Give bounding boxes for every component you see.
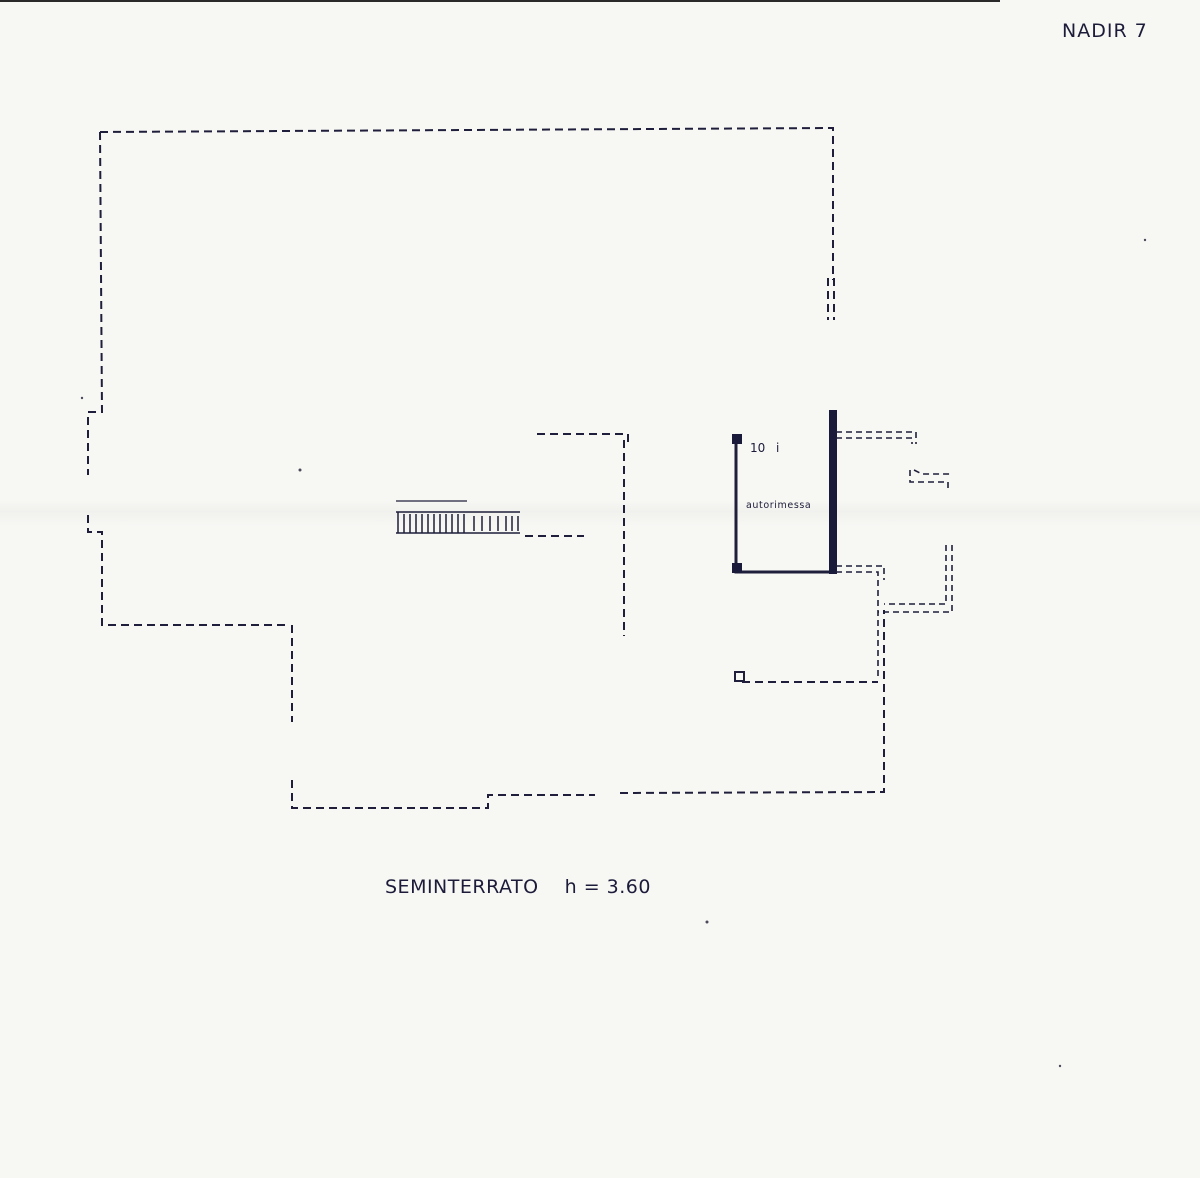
paper-fold-crease xyxy=(0,500,1200,526)
stair-treads xyxy=(397,512,519,533)
ramp-wall-right-inner xyxy=(913,469,950,475)
ramp-wall-top-inner xyxy=(836,437,913,444)
exterior-elements xyxy=(836,431,953,680)
perimeter-top-wall xyxy=(99,126,834,280)
room-number: 10 xyxy=(750,441,765,455)
side-wall-inner xyxy=(878,545,953,613)
ramp-wall-bottom-outer xyxy=(836,565,885,580)
perimeter-left-wall-upper xyxy=(87,131,104,475)
garage-room: 10 i autorimessa xyxy=(732,410,837,574)
top-border-line xyxy=(0,0,1000,2)
ramp-wall-top-outer xyxy=(836,431,917,444)
room-mark: i xyxy=(776,441,779,455)
interior-wall-top xyxy=(537,433,629,442)
perimeter-bottom-wall-left xyxy=(291,780,595,809)
room-name: autorimessa xyxy=(746,500,811,511)
ramp-wall-right-outer xyxy=(909,470,949,490)
sheet-label: NADIR 7 xyxy=(1062,20,1148,42)
garage-corner-bottom xyxy=(732,563,742,573)
perimeter-bottom-wall-right xyxy=(619,610,885,794)
floor-height: h = 3.60 xyxy=(564,876,651,898)
stair xyxy=(396,500,520,534)
column-marker xyxy=(734,671,745,682)
floor-name: SEMINTERRATO xyxy=(385,876,539,898)
scan-specks xyxy=(80,238,1147,1068)
garage-corner-top xyxy=(732,434,742,444)
plan-title: SEMINTERRATO h = 3.60 xyxy=(385,876,651,898)
perimeter-left-wall-lower xyxy=(87,515,290,626)
interior-walls xyxy=(525,433,878,683)
side-wall-outer xyxy=(884,545,947,605)
ramp-wall-bottom-inner xyxy=(836,571,879,680)
outer-perimeter xyxy=(87,126,885,809)
